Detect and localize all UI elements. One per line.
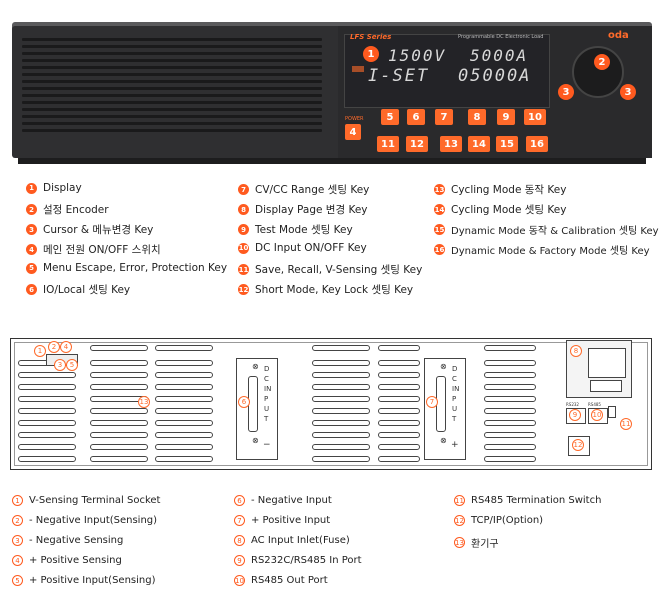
- key-11-save[interactable]: 11: [377, 136, 399, 152]
- rear-panel-inner: [14, 342, 648, 466]
- key-9-test-mode[interactable]: 9: [497, 109, 515, 125]
- callout-rear-12: 12: [572, 439, 584, 451]
- rs232-label: RS232: [566, 402, 579, 407]
- key-15-dyn-run[interactable]: 15: [496, 136, 518, 152]
- rs485-label: RS485: [588, 402, 601, 407]
- model-label: Programmable DC Electronic Load: [458, 34, 544, 40]
- key-10-input[interactable]: 10: [524, 109, 546, 125]
- brand-logo: oda: [608, 30, 629, 41]
- screw-icon: ⊗: [252, 436, 259, 445]
- callout-1: 1: [363, 46, 379, 62]
- key-5-esc[interactable]: 5: [381, 109, 399, 125]
- key-16-dyn-set[interactable]: 16: [526, 136, 548, 152]
- rs485-termination-switch[interactable]: [608, 406, 616, 418]
- lcd-indicator: [352, 66, 364, 72]
- dc-input-label-neg: DC INPUT: [264, 365, 272, 423]
- power-switch[interactable]: 4: [345, 124, 361, 140]
- lcd-display: [344, 34, 550, 108]
- callout-rear-9: 9: [569, 409, 581, 421]
- callout-2: 2: [594, 54, 610, 70]
- callout-rear-3: 3: [54, 359, 66, 371]
- callout-rear-5: 5: [66, 359, 78, 371]
- key-12-short[interactable]: 12: [406, 136, 428, 152]
- rear-legend-item: 4+ Positive Sensing: [12, 555, 122, 566]
- callout-rear-2: 2: [48, 341, 60, 353]
- key-8-display-page[interactable]: 8: [468, 109, 486, 125]
- minus-sign: −: [263, 440, 271, 450]
- rear-legend-item: 5+ Positive Input(Sensing): [12, 575, 156, 586]
- series-label: LFS Series: [350, 33, 392, 41]
- lcd-voltage: 1500V: [388, 46, 447, 65]
- fuse-holder[interactable]: [590, 380, 622, 392]
- callout-rear-7: 7: [426, 396, 438, 408]
- lcd-mode: I-SET: [368, 66, 430, 86]
- key-13-cyc-run[interactable]: 13: [440, 136, 462, 152]
- callout-rear-8: 8: [570, 345, 582, 357]
- screw-icon: ⊗: [252, 362, 259, 371]
- power-label: POWER: [345, 116, 364, 122]
- rear-legend-item: 7+ Positive Input: [234, 515, 330, 526]
- callout-rear-10: 10: [591, 409, 603, 421]
- key-14-cyc-set[interactable]: 14: [468, 136, 490, 152]
- screw-icon: ⊗: [440, 436, 447, 445]
- front-panel-base: [18, 158, 646, 164]
- lcd-setpoint: 05000A: [458, 66, 532, 86]
- callout-3-left: 3: [558, 84, 574, 100]
- rear-legend-item: 2- Negative Input(Sensing): [12, 515, 157, 526]
- callout-3-right: 3: [620, 84, 636, 100]
- rear-legend-item: 6- Negative Input: [234, 495, 332, 506]
- dc-input-label-pos: DC INPUT: [452, 365, 460, 423]
- callout-rear-13: 13: [138, 396, 150, 408]
- callout-rear-11: 11: [620, 418, 632, 430]
- key-7-cv-cc[interactable]: 7: [435, 109, 453, 125]
- front-vents: [22, 38, 322, 138]
- screw-icon: ⊗: [440, 362, 447, 371]
- rear-legend-item: 3- Negative Sensing: [12, 535, 123, 546]
- plus-sign: +: [451, 440, 459, 450]
- ac-inlet-socket[interactable]: [588, 348, 626, 378]
- key-6-io-local[interactable]: 6: [407, 109, 425, 125]
- callout-rear-6: 6: [238, 396, 250, 408]
- callout-rear-4: 4: [60, 341, 72, 353]
- lcd-current: 5000A: [470, 46, 529, 65]
- callout-rear-1: 1: [34, 345, 46, 357]
